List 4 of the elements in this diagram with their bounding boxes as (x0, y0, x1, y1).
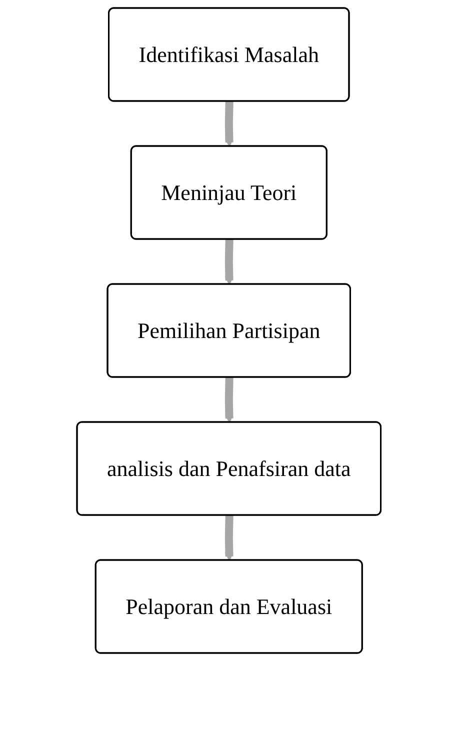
arrow (224, 377, 234, 423)
arrow (224, 515, 234, 561)
arrow (224, 101, 234, 147)
arrow (224, 239, 234, 285)
